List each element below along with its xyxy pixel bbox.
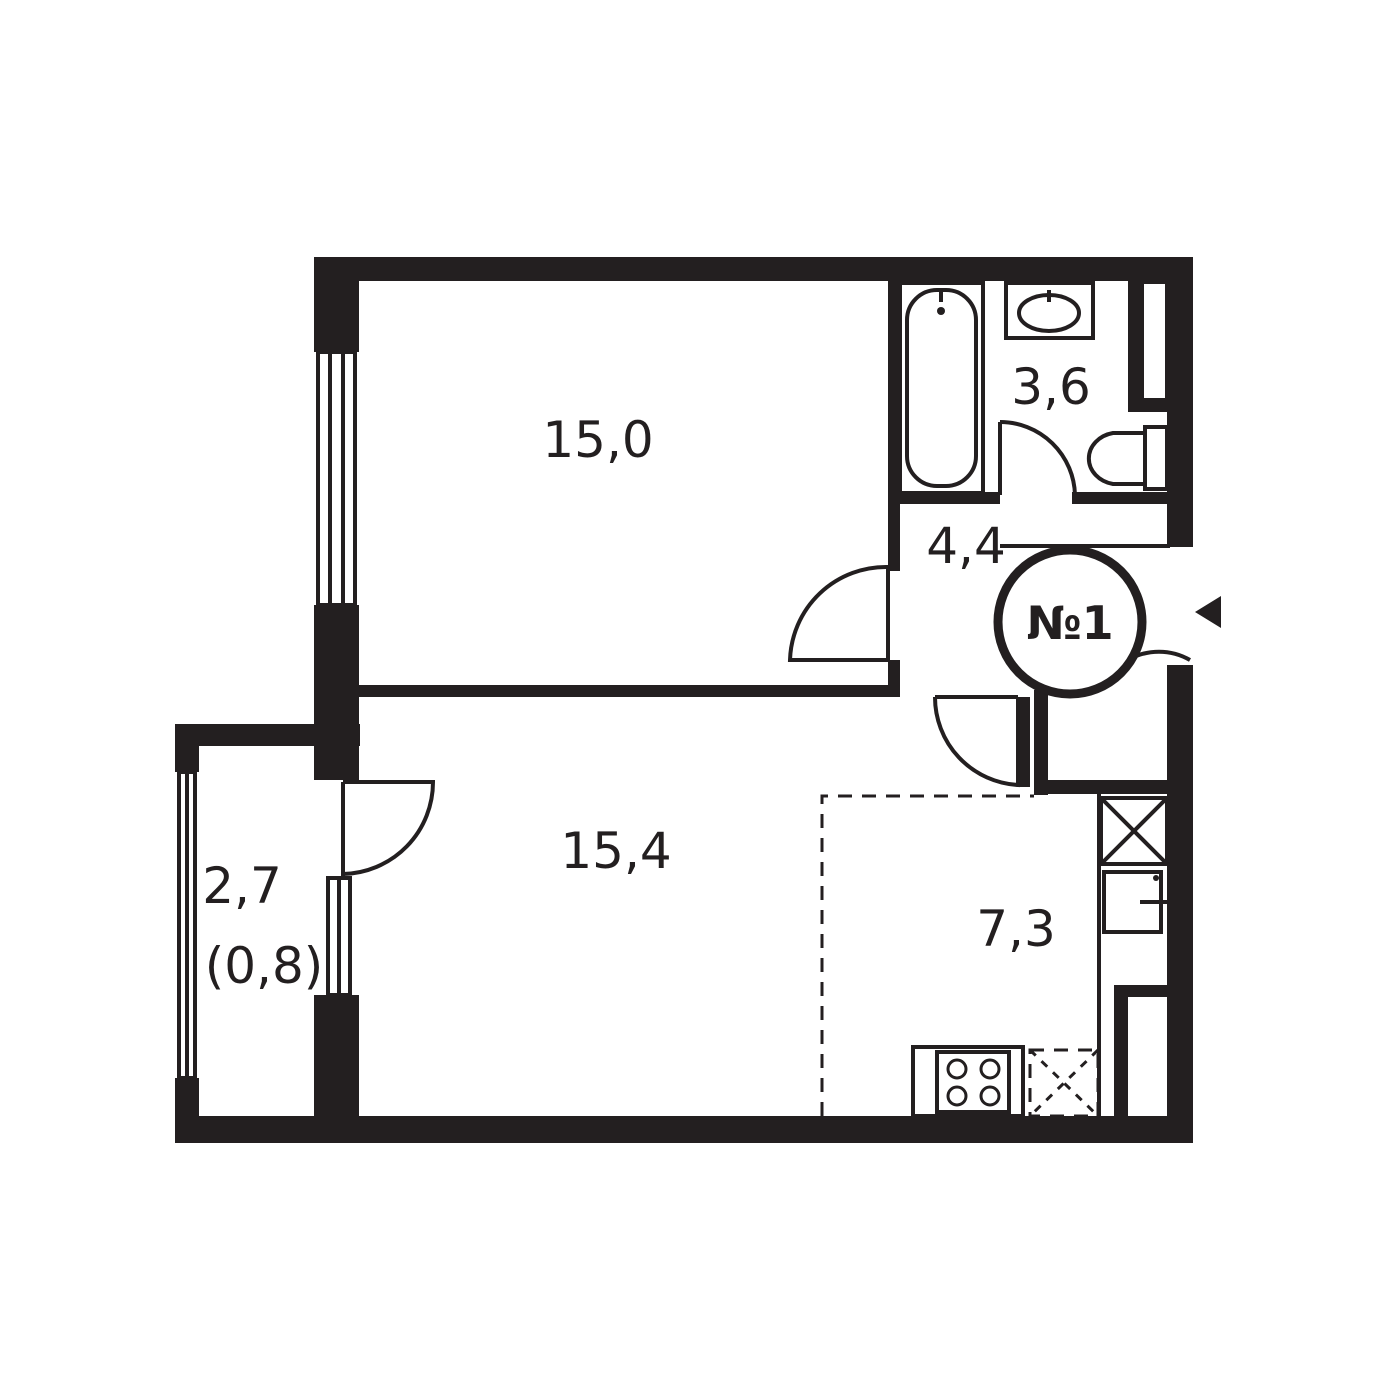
apartment-badge: №1 [993,545,1147,699]
ventilation-shaft-icon [1099,796,1169,866]
kitchen-area: 7,3 [976,900,1056,958]
doors [341,420,1191,878]
kitchen-sink-icon [1102,870,1167,934]
walls [175,257,1193,1143]
kitchen-zone [820,794,1034,1116]
stove-icon [911,1045,1025,1118]
entrance-arrow-icon [1195,596,1221,628]
bathtub-icon [898,281,985,495]
sink-icon [1004,281,1095,340]
loggia-area: 2,7 [202,857,282,915]
room-labels: 15,0 15,4 3,6 4,4 7,3 2,7 (0,8) [202,358,1091,995]
toilet-icon [1086,425,1169,491]
loggia-area-reduced: (0,8) [205,937,324,995]
hall-area: 4,4 [926,517,1006,575]
bathroom-area: 3,6 [1011,358,1091,416]
room-2-area: 15,4 [560,822,671,880]
apartment-number: №1 [1026,596,1113,650]
dishwasher-icon [1028,1048,1100,1118]
windows [177,350,357,1080]
fridge-niche [1140,280,1169,402]
room-1-area: 15,0 [542,411,653,469]
